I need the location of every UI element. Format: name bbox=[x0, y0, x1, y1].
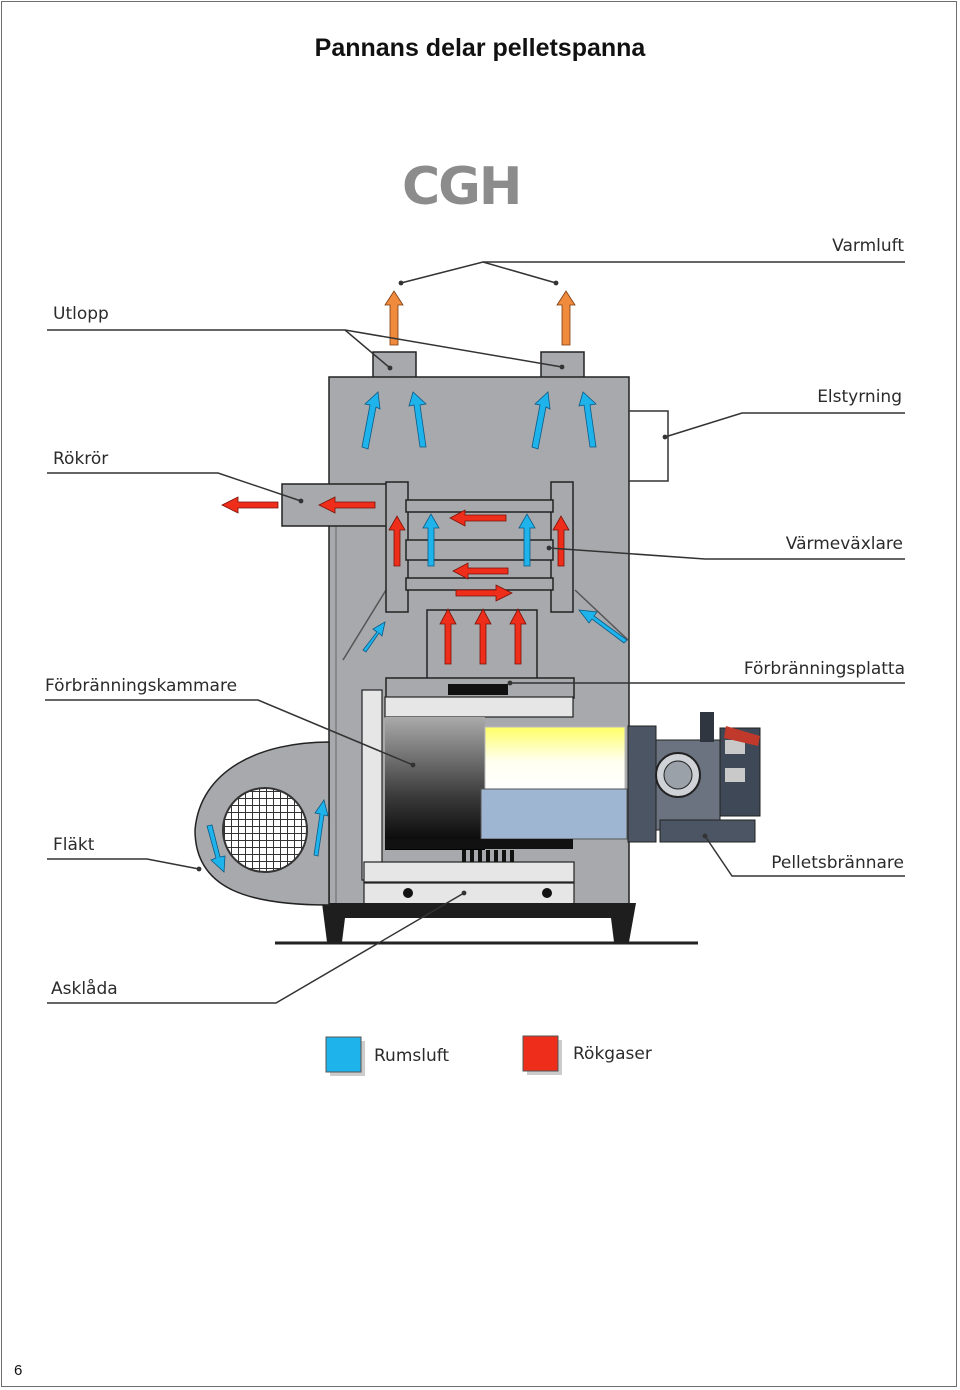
label-varmluft: Varmluft bbox=[832, 236, 904, 256]
page-number: 6 bbox=[14, 1362, 23, 1379]
label-asklada: Asklåda bbox=[51, 978, 118, 999]
fan-housing bbox=[194, 741, 330, 906]
legend-label-rumsluft: Rumsluft bbox=[374, 1046, 449, 1066]
label-pelletsbrannare: Pelletsbrännare bbox=[771, 853, 904, 873]
pellet-burner bbox=[627, 712, 761, 843]
leader-lines bbox=[45, 261, 905, 1004]
label-utlopp: Utlopp bbox=[53, 304, 109, 324]
label-rokror: Rökrör bbox=[53, 449, 108, 469]
warm-air-arrows bbox=[384, 290, 576, 346]
flue-gas-arrows bbox=[221, 496, 570, 665]
legend-swatch-rumsluft bbox=[325, 1036, 362, 1073]
label-varmevaxlare: Värmeväxlare bbox=[786, 534, 903, 554]
legend-swatch-rokgaser bbox=[522, 1035, 559, 1072]
page-title: Pannans delar pelletspanna bbox=[314, 34, 646, 62]
cgh-logo: CGH bbox=[402, 157, 520, 217]
combustion-chamber bbox=[361, 689, 628, 883]
label-forbranningskammare: Förbränningskammare bbox=[45, 676, 237, 696]
control-box bbox=[629, 410, 669, 482]
heat-exchanger bbox=[385, 481, 574, 613]
boiler-base bbox=[275, 903, 698, 945]
label-flakt: Fläkt bbox=[53, 835, 95, 855]
label-forbranningsplatta: Förbränningsplatta bbox=[744, 659, 905, 679]
ash-drawer bbox=[363, 882, 575, 906]
label-elstyrning: Elstyrning bbox=[817, 387, 902, 407]
legend-label-rokgaser: Rökgaser bbox=[573, 1044, 652, 1064]
legend: Rumsluft Rökgaser bbox=[325, 1035, 652, 1076]
room-air-arrows bbox=[206, 391, 628, 873]
